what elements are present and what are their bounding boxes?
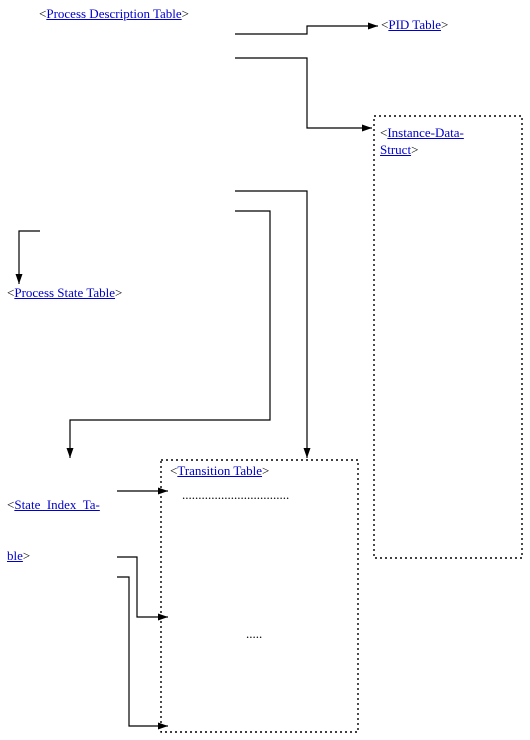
instance-data-struct-box	[373, 115, 523, 559]
process-state-table-label: <Process State Table>	[7, 285, 123, 300]
transition-entry-dots-mid: .....	[246, 626, 263, 641]
transition-table-arrow	[235, 190, 311, 458]
transition-table-link[interactable]: Transition Table	[177, 463, 263, 478]
process-description-table-label: <Process Description Table>	[39, 6, 190, 21]
state-index-table-link-line1[interactable]: State Index Ta-	[14, 497, 100, 512]
instance-data-struct-link-line1[interactable]: Instance-Data-	[387, 125, 464, 140]
process-description-table-link[interactable]: Process Description Table	[46, 6, 182, 21]
state-index-arrow	[66, 210, 271, 458]
pid-table-link[interactable]: PID Table	[388, 17, 441, 32]
transition-entry-dots-top: .................................	[182, 487, 290, 502]
pid-table-label: <PID Table>	[381, 17, 449, 32]
transition-table-label: <Transition Table>	[170, 463, 270, 478]
process-state-arrow	[15, 230, 40, 284]
instance-data-struct-label: <Instance-Data- Struct>	[380, 125, 464, 157]
state-index-table-link-line2[interactable]: ble	[7, 548, 23, 563]
state-index-row2-arrow	[117, 556, 168, 621]
state-index-row3-arrow	[117, 576, 168, 730]
instance-data-arrow	[235, 57, 372, 132]
transition-table-box	[160, 459, 359, 733]
state-index-table-label: <State Index Ta- ble>	[7, 497, 100, 563]
pid-arrow	[235, 22, 378, 35]
process-state-table-link[interactable]: Process State Table	[14, 285, 116, 300]
instance-data-struct-link-line2[interactable]: Struct	[380, 142, 412, 157]
